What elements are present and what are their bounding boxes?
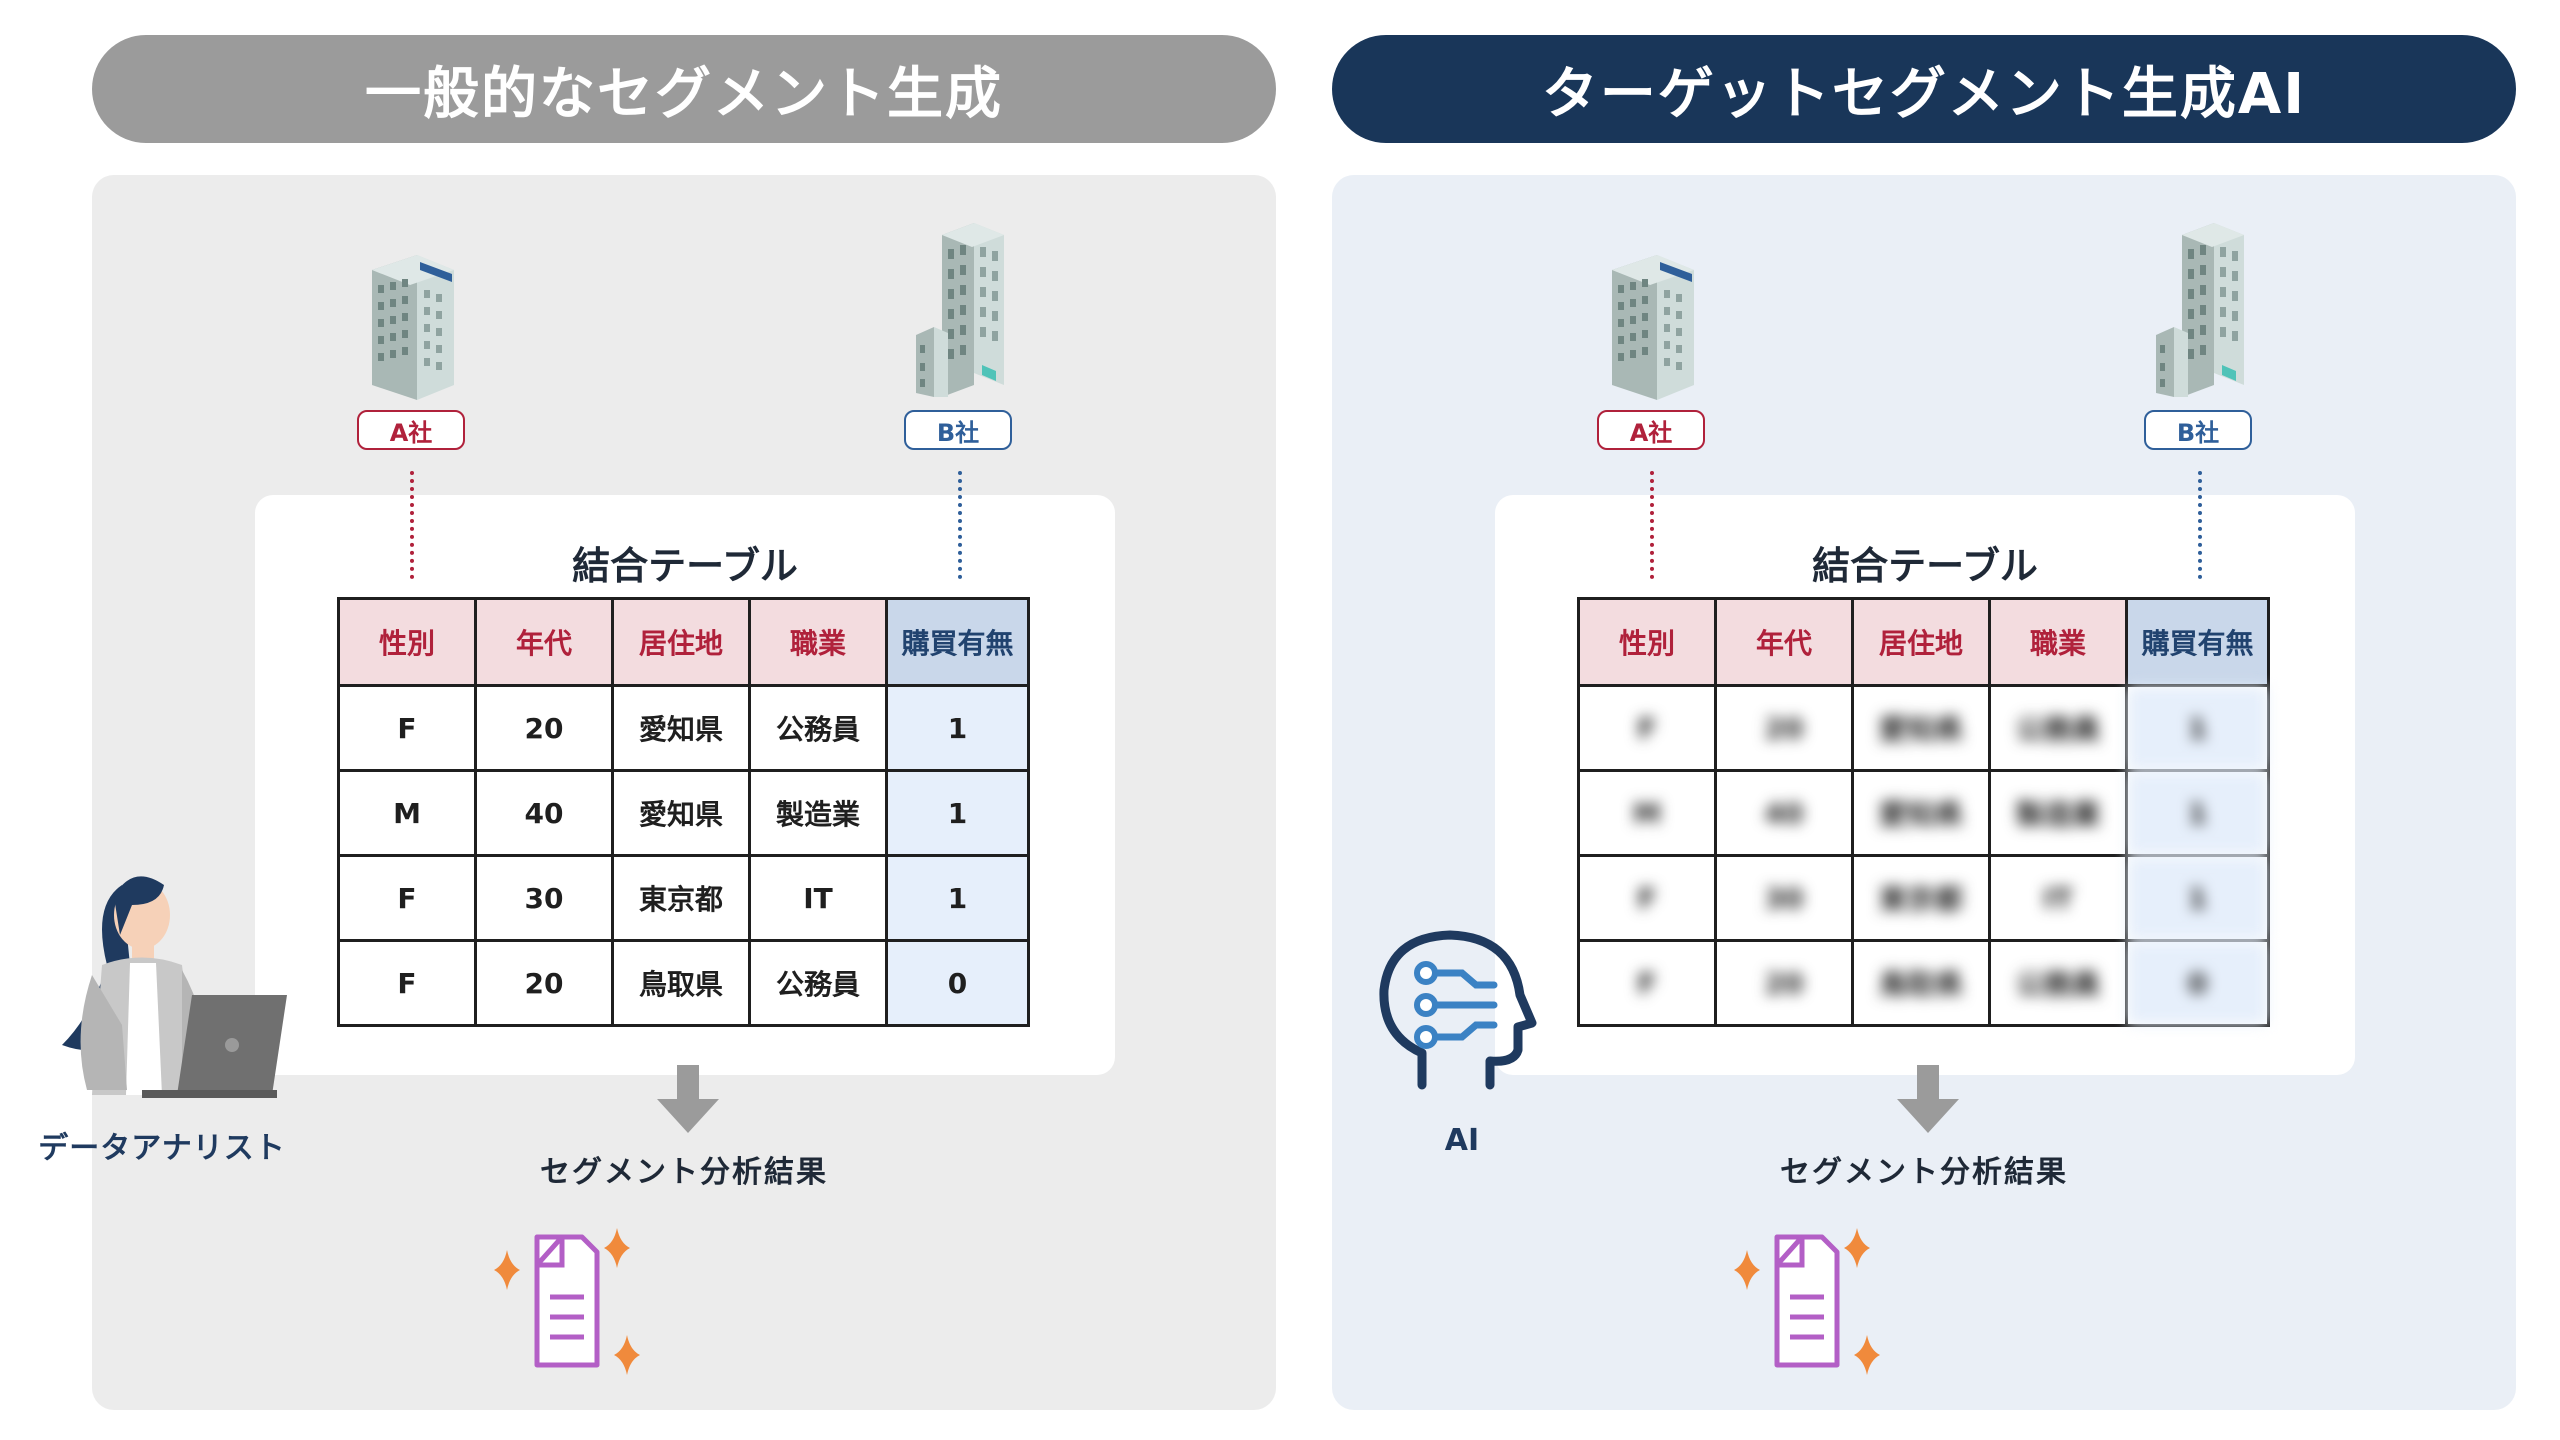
left-header: 一般的なセグメント生成: [92, 35, 1276, 143]
table-cell: 1: [885, 684, 1030, 772]
company-b-badge: B社: [904, 410, 1012, 450]
table-cell: 30: [1714, 854, 1854, 942]
right-header: ターゲットセグメント生成AI: [1332, 35, 2516, 143]
table-cell: 1: [885, 769, 1030, 857]
column-header-residence: 居住地: [611, 597, 751, 687]
column-header-age: 年代: [474, 597, 614, 687]
table-row: F 20 愛知県 公務員 1: [337, 684, 1030, 772]
table-row: F 30 東京都 IT 1: [337, 854, 1030, 942]
table-header-row: 性別 年代 居住地 職業 購買有無: [1577, 597, 2270, 687]
company-a-building-icon: [372, 255, 454, 400]
document-sparkle-icon: [1734, 1228, 1880, 1375]
table-cell: 愛知県: [1851, 684, 1991, 772]
table-cell: 1: [885, 854, 1030, 942]
company-b-building-icon: [2156, 223, 2244, 397]
company-a-connector: [1650, 471, 1654, 579]
column-header-residence: 居住地: [1851, 597, 1991, 687]
table-cell: 0: [2125, 939, 2270, 1027]
table-cell: 1: [2125, 769, 2270, 857]
down-arrow-icon: [657, 1065, 719, 1133]
table-cell: 公務員: [748, 684, 888, 772]
table-cell: 20: [1714, 939, 1854, 1027]
table-cell: 東京都: [611, 854, 751, 942]
table-row: F 20 鳥取県 公務員 0: [337, 939, 1030, 1027]
table-cell: 20: [474, 939, 614, 1027]
joined-table: 性別 年代 居住地 職業 購買有無 F 20 愛知県 公務員 1 M 40 愛知…: [337, 597, 1030, 1027]
company-b-connector: [2198, 471, 2202, 579]
table-cell: IT: [748, 854, 888, 942]
table-cell: F: [337, 939, 477, 1027]
company-a-badge: A社: [357, 410, 465, 450]
right-title: ターゲットセグメント生成AI: [1541, 61, 2307, 127]
document-sparkle-icon: [494, 1228, 640, 1375]
actor-label: データアナリスト: [38, 1131, 286, 1166]
actor-label: AI: [1444, 1123, 1480, 1158]
column-header-gender: 性別: [1577, 597, 1717, 687]
joined-table-blurred: 性別 年代 居住地 職業 購買有無 F 20 愛知県 公務員 1 M 40 愛知…: [1577, 597, 2270, 1027]
table-cell: 鳥取県: [611, 939, 751, 1027]
column-header-gender: 性別: [337, 597, 477, 687]
table-row: M 40 愛知県 製造業 1: [337, 769, 1030, 857]
company-b-building-icon: [916, 223, 1004, 397]
table-cell: 0: [885, 939, 1030, 1027]
ai-head-icon: [1379, 930, 1537, 1090]
table-cell: F: [1577, 939, 1717, 1027]
table-cell: 公務員: [1988, 939, 2128, 1027]
table-cell: F: [337, 854, 477, 942]
company-b-badge: B社: [2144, 410, 2252, 450]
table-cell: 1: [2125, 854, 2270, 942]
table-cell: 公務員: [1988, 684, 2128, 772]
table-row: M 40 愛知県 製造業 1: [1577, 769, 2270, 857]
company-a-badge: A社: [1597, 410, 1705, 450]
column-header-purchase: 購買有無: [2125, 597, 2270, 687]
data-analyst-illustration: [62, 876, 287, 1098]
table-cell: M: [337, 769, 477, 857]
column-header-occupation: 職業: [748, 597, 888, 687]
left-panel: A社 B社 結合テーブル 性別 年代 居住地 職業 購買有無 F 20 愛知県 …: [38, 175, 1276, 1410]
table-cell: 30: [474, 854, 614, 942]
table-cell: 製造業: [1988, 769, 2128, 857]
column-header-occupation: 職業: [1988, 597, 2128, 687]
table-cell: 愛知県: [611, 769, 751, 857]
table-cell: 1: [2125, 684, 2270, 772]
table-cell: F: [337, 684, 477, 772]
table-cell: 公務員: [748, 939, 888, 1027]
result-label: セグメント分析結果: [540, 1155, 828, 1190]
company-b-connector: [958, 471, 962, 579]
table-cell: 40: [1714, 769, 1854, 857]
table-row: F 20 愛知県 公務員 1: [1577, 684, 2270, 772]
table-title: 結合テーブル: [1812, 544, 2038, 588]
company-a-building-icon: [1612, 255, 1694, 400]
result-label: セグメント分析結果: [1780, 1155, 2068, 1190]
table-cell: 愛知県: [611, 684, 751, 772]
company-a-connector: [410, 471, 414, 579]
table-cell: IT: [1988, 854, 2128, 942]
table-row: F 20 鳥取県 公務員 0: [1577, 939, 2270, 1027]
table-cell: M: [1577, 769, 1717, 857]
table-cell: 愛知県: [1851, 769, 1991, 857]
table-title: 結合テーブル: [572, 544, 798, 588]
table-cell: 20: [1714, 684, 1854, 772]
left-title: 一般的なセグメント生成: [365, 61, 1003, 127]
right-panel: A社 B社 結合テーブル 性別 年代 居住地 職業 購買有無 F 20 愛知県 …: [1332, 175, 2516, 1410]
table-cell: F: [1577, 684, 1717, 772]
table-cell: 製造業: [748, 769, 888, 857]
table-header-row: 性別 年代 居住地 職業 購買有無: [337, 597, 1030, 687]
column-header-age: 年代: [1714, 597, 1854, 687]
table-cell: 鳥取県: [1851, 939, 1991, 1027]
table-cell: 20: [474, 684, 614, 772]
table-cell: F: [1577, 854, 1717, 942]
column-header-purchase: 購買有無: [885, 597, 1030, 687]
table-cell: 東京都: [1851, 854, 1991, 942]
down-arrow-icon: [1897, 1065, 1959, 1133]
table-row: F 30 東京都 IT 1: [1577, 854, 2270, 942]
table-cell: 40: [474, 769, 614, 857]
